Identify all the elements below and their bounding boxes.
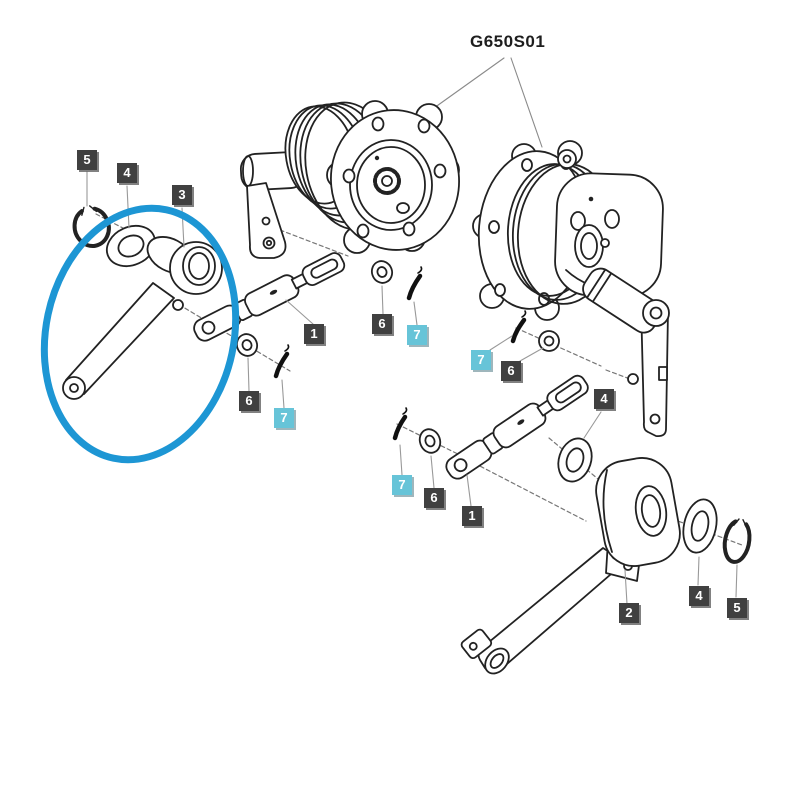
callout-1-left-rod[interactable]: 1	[304, 324, 324, 344]
selection-highlight-ellipse	[40, 204, 240, 464]
lever-arm-2	[460, 457, 681, 675]
washer-6-middle	[370, 260, 394, 284]
callout-leader-lines	[86, 171, 738, 605]
callout-2-lever[interactable]: 2	[619, 603, 639, 623]
callout-5-upper-left[interactable]: 5	[77, 150, 97, 170]
washer-6-bottom	[418, 428, 442, 454]
callout-7-right[interactable]: 7	[471, 350, 491, 370]
diagram-title: G650S01	[470, 32, 546, 51]
callout-4-bottom-right[interactable]: 4	[689, 586, 709, 606]
washer-4-upper-left	[105, 224, 157, 268]
callout-1-bottom-rod[interactable]: 1	[462, 506, 482, 526]
callout-6-left[interactable]: 6	[239, 391, 259, 411]
callout-6-middle[interactable]: 6	[372, 314, 392, 334]
callout-6-bottom[interactable]: 6	[424, 488, 444, 508]
washer-4-bottom-right	[682, 498, 718, 554]
right-brake-drum-assembly	[472, 140, 670, 438]
left-brake-drum-assembly	[239, 100, 460, 259]
callout-4-upper-left[interactable]: 4	[117, 163, 137, 183]
snap-ring-5-upper-left	[72, 205, 111, 248]
title-leader-lines	[433, 57, 543, 148]
callout-7-middle[interactable]: 7	[407, 325, 427, 345]
callout-4-right-middle[interactable]: 4	[594, 389, 614, 409]
snap-ring-5-bottom-right	[722, 518, 752, 564]
callout-5-bottom-right[interactable]: 5	[727, 598, 747, 618]
callout-3-highlighted[interactable]: 3	[172, 185, 192, 205]
lever-arm-3-highlighted-part[interactable]	[62, 230, 223, 400]
callout-7-bottom[interactable]: 7	[392, 475, 412, 495]
cotter-pins-7	[273, 266, 527, 441]
washer-6-right	[538, 330, 560, 352]
callout-7-left[interactable]: 7	[274, 408, 294, 428]
callout-6-right[interactable]: 6	[501, 361, 521, 381]
washer-6-left	[235, 333, 259, 357]
washer-4-right-middle	[557, 437, 593, 483]
